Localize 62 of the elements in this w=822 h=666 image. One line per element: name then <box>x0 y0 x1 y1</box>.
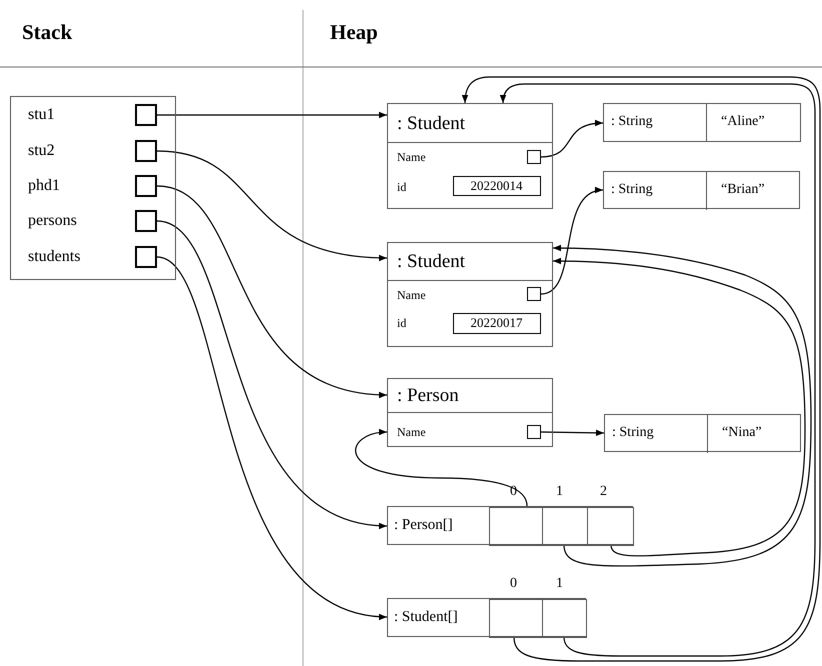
field-name: Name <box>397 288 426 303</box>
variable-name: phd1 <box>28 176 60 196</box>
column-heading: Heap <box>330 20 378 45</box>
object-box <box>387 242 553 347</box>
value-field <box>453 313 541 334</box>
reference-arrow <box>156 185 388 398</box>
pointer-box <box>135 175 157 197</box>
reference-arrow <box>540 188 604 295</box>
field-name: id <box>397 316 406 331</box>
string-value: “Nina” <box>721 424 763 442</box>
object-box <box>387 378 553 447</box>
type-name: : String <box>605 415 708 453</box>
array-slot <box>588 507 634 546</box>
index-label: 1 <box>556 576 563 592</box>
value-field <box>453 176 541 196</box>
type-name: : Student[] <box>393 608 459 627</box>
pointer-box <box>135 246 157 268</box>
object-box <box>387 103 553 209</box>
index-label: 2 <box>600 484 607 500</box>
pointer-box <box>135 104 157 126</box>
reference-arrow <box>355 430 528 506</box>
pointer-box <box>135 210 157 232</box>
array-slot <box>489 507 543 546</box>
class-name: : Student <box>388 243 552 281</box>
reference-arrow <box>540 120 604 158</box>
reference-arrow <box>156 150 388 261</box>
field-name: id <box>397 180 406 195</box>
array-slot <box>489 599 543 638</box>
column-heading: Stack <box>22 20 72 45</box>
pointer-box <box>527 287 541 301</box>
reference-arrow <box>540 430 604 436</box>
array-box <box>387 506 633 545</box>
string-object <box>603 103 801 142</box>
index-label: 1 <box>556 484 563 500</box>
array-box <box>387 598 586 637</box>
variable-name: students <box>28 247 80 267</box>
string-value: “Aline” <box>720 113 766 131</box>
pointer-box <box>527 425 541 439</box>
reference-arrow <box>156 220 388 528</box>
id-value: 20220014 <box>470 177 524 194</box>
field-name: Name <box>397 425 426 440</box>
array-slot <box>543 599 587 638</box>
reference-arrow <box>157 112 387 118</box>
array-slot <box>543 507 588 546</box>
variable-name: stu2 <box>28 141 55 161</box>
index-label: 0 <box>510 576 517 592</box>
stack-frame <box>10 96 176 280</box>
type-name: : Person[] <box>393 516 454 535</box>
reference-arrow <box>156 256 388 619</box>
pointer-box <box>135 140 157 162</box>
variable-name: stu1 <box>28 105 55 125</box>
class-name: : Person <box>388 379 552 413</box>
field-name: Name <box>397 150 426 165</box>
class-name: : Student <box>388 104 552 143</box>
variable-name: persons <box>28 211 77 231</box>
string-object <box>603 171 800 209</box>
string-value: “Brian” <box>720 181 766 199</box>
pointer-box <box>527 150 541 164</box>
type-name: : String <box>604 104 707 142</box>
type-name: : String <box>604 172 707 210</box>
id-value: 20220017 <box>470 314 524 332</box>
string-object <box>604 414 801 452</box>
